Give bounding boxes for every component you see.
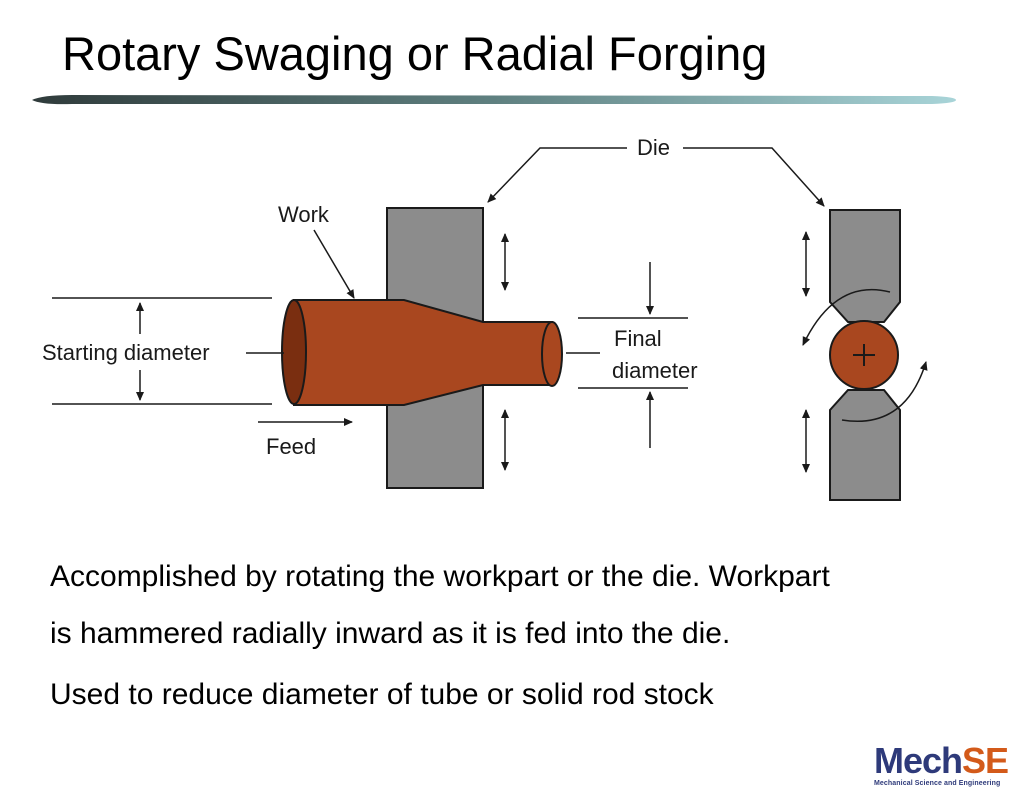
body-line-2: is hammered radially inward as it is fed… bbox=[50, 617, 731, 650]
die-label: Die bbox=[637, 135, 670, 160]
workpiece bbox=[281, 299, 563, 406]
work-leader bbox=[313, 229, 355, 299]
rotation-arrow-bottom bbox=[841, 361, 928, 422]
logo-word-se: SE bbox=[962, 740, 1009, 781]
logo-word-mech: Mech bbox=[874, 740, 963, 781]
final-diameter-label-line2: diameter bbox=[612, 358, 698, 383]
starting-diameter-label: Starting diameter bbox=[42, 340, 210, 365]
rotation-arrow-top bbox=[802, 288, 891, 346]
title-underline bbox=[32, 95, 956, 105]
die-leader-left bbox=[487, 147, 627, 203]
starting-diameter-dimension bbox=[52, 297, 284, 405]
mechse-logo: MechSE Mechanical Science and Engineerin… bbox=[874, 742, 1020, 790]
right-die-bottom bbox=[829, 389, 901, 501]
feed-label: Feed bbox=[266, 434, 316, 459]
body-line-1: Accomplished by rotating the workpart or… bbox=[50, 560, 830, 593]
swaging-diagram: Starting diameter Work Feed Die Final di… bbox=[42, 135, 928, 501]
body-text: Accomplished by rotating the workpart or… bbox=[50, 548, 1015, 723]
body-line-3: Used to reduce diameter of tube or solid… bbox=[50, 678, 714, 711]
final-diameter-dimension bbox=[566, 262, 688, 448]
workpiece-cross-section bbox=[829, 320, 899, 390]
right-die-top bbox=[829, 209, 901, 323]
logo-tagline: Mechanical Science and Engineering bbox=[874, 780, 1001, 787]
slide-title: Rotary Swaging or Radial Forging bbox=[62, 27, 768, 80]
work-label: Work bbox=[278, 202, 330, 227]
final-diameter-label-line1: Final bbox=[614, 326, 662, 351]
die-leader-right bbox=[683, 147, 825, 207]
logo-wordmark: MechSE bbox=[874, 742, 1020, 780]
